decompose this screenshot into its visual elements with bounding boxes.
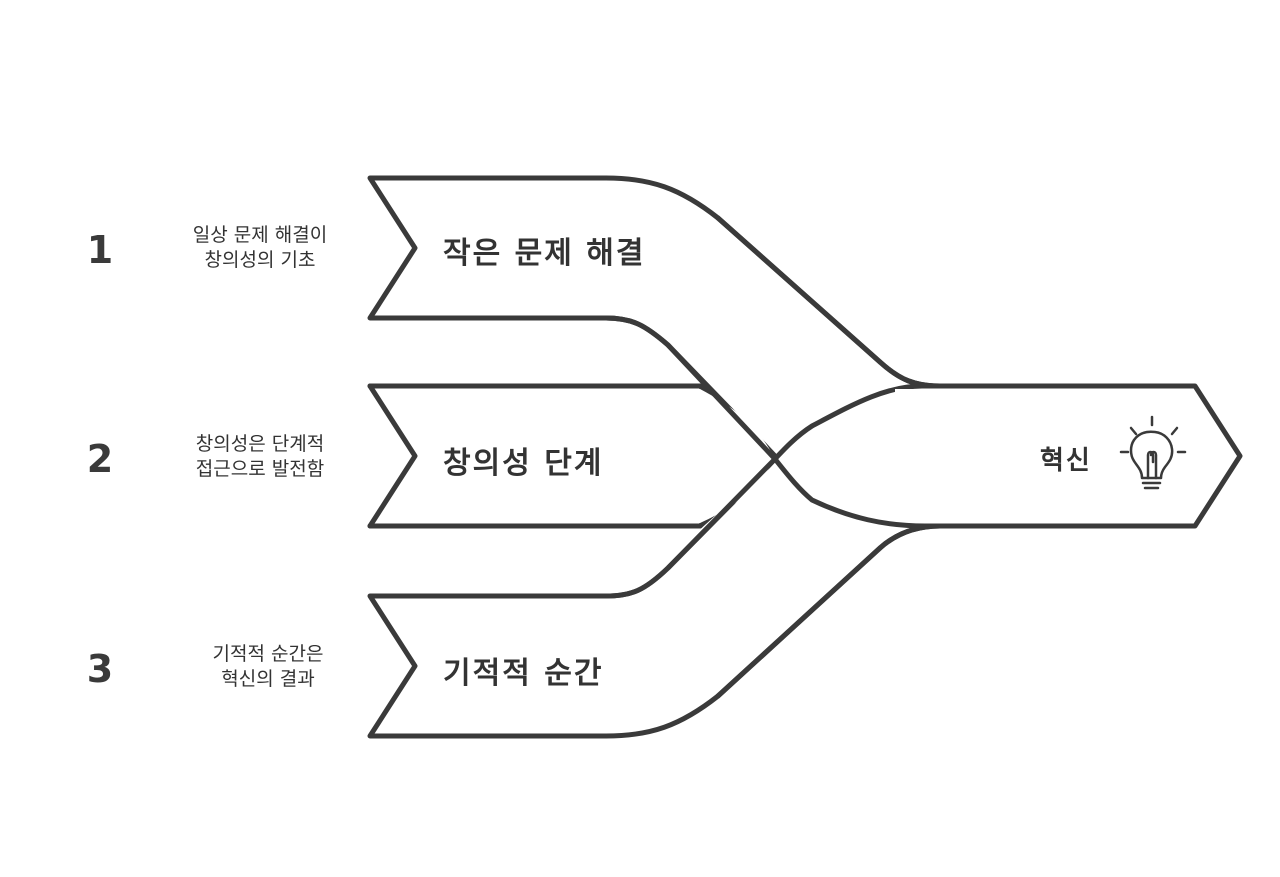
step-description-1-line2: 창의성의 기초 <box>204 249 316 271</box>
step-description-1-line1: 일상 문제 해결이 <box>192 224 328 246</box>
step-description-2: 창의성은 단계적 접근으로 발전함 <box>160 432 360 482</box>
step-description-3-line2: 혁신의 결과 <box>221 668 315 690</box>
arrow-label-2: 창의성 단계 <box>443 446 604 481</box>
step-description-2-line1: 창의성은 단계적 <box>195 433 325 455</box>
arrow-label-3: 기적적 순간 <box>443 656 604 691</box>
step-description-3-line1: 기적적 순간은 <box>212 643 324 665</box>
arrow-label-1: 작은 문제 해결 <box>443 236 646 271</box>
step-description-2-line2: 접근으로 발전함 <box>195 458 325 480</box>
result-label: 혁신 <box>1040 446 1092 476</box>
step-number-2: 2 <box>86 437 114 481</box>
step-number-1: 1 <box>86 228 114 272</box>
step-number-3: 3 <box>86 647 114 691</box>
result-arrow <box>922 383 1243 529</box>
step-description-1: 일상 문제 해결이 창의성의 기초 <box>160 223 360 273</box>
lightbulb-icon <box>1119 415 1187 490</box>
step-description-3: 기적적 순간은 혁신의 결과 <box>168 642 368 692</box>
